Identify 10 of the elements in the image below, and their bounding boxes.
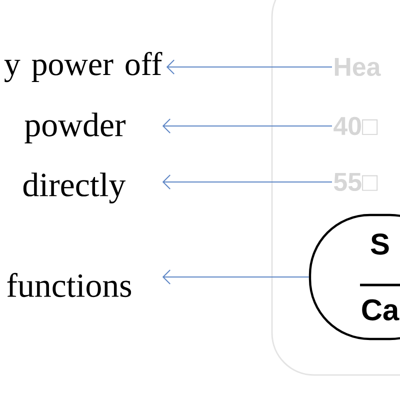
annotation-text: directly bbox=[23, 172, 126, 204]
arrow bbox=[162, 270, 310, 284]
annotation-text: functions bbox=[7, 272, 132, 298]
arrow bbox=[162, 118, 332, 134]
annotation-text: y power off bbox=[4, 52, 162, 82]
round-button: S Ca bbox=[308, 214, 400, 340]
annotation-text: powder bbox=[24, 112, 126, 144]
arrow bbox=[162, 174, 332, 190]
control-panel bbox=[271, 0, 400, 376]
arrow bbox=[166, 60, 332, 74]
